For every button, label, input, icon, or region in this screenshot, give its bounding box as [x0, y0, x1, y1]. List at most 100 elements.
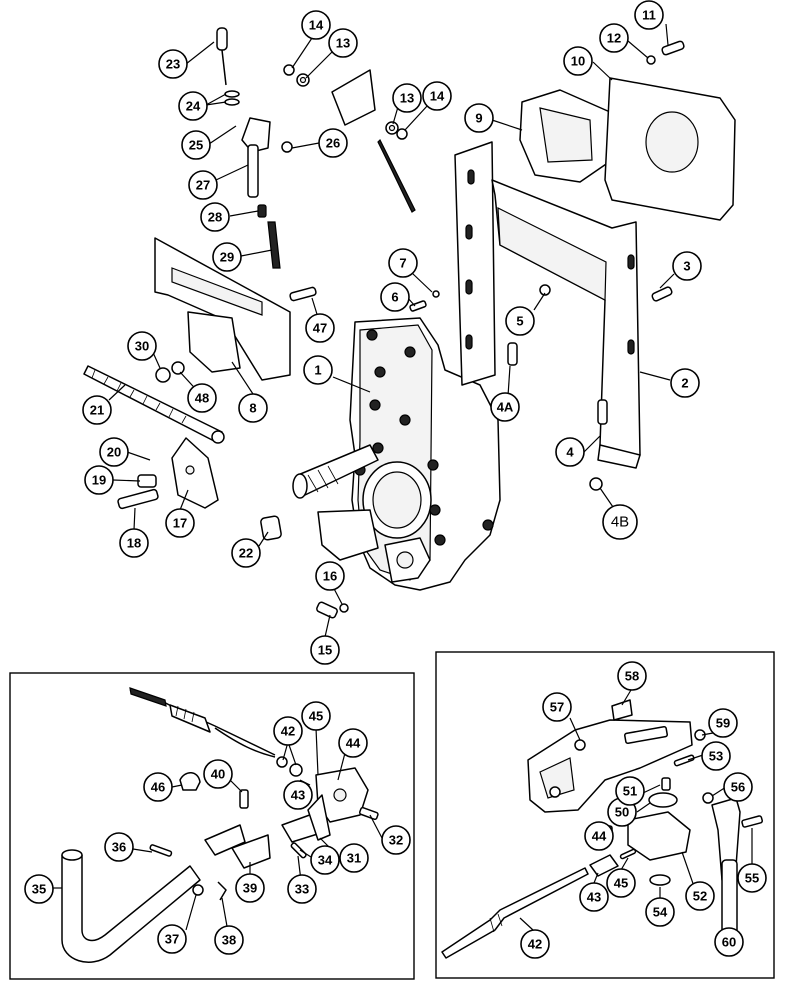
callout-label: 42 [281, 724, 295, 739]
callout-label: 43 [291, 788, 305, 803]
left-inset [9, 672, 415, 980]
callout: 17 [165, 508, 195, 538]
callout: 46 [143, 772, 173, 802]
callout: 59 [708, 708, 738, 738]
callout: 47 [305, 313, 335, 343]
callout-label: 39 [243, 881, 257, 896]
callout-label: 19 [92, 473, 106, 488]
callout: 45 [606, 868, 636, 898]
callout-label: 6 [391, 290, 398, 305]
callout: 51 [615, 776, 645, 806]
callout-label: 31 [347, 851, 361, 866]
callout-label: 12 [607, 31, 621, 46]
callout-label: 46 [151, 780, 165, 795]
callout-label: 50 [615, 805, 629, 820]
callout: 39 [235, 873, 265, 903]
small-hardware [155, 40, 685, 619]
callout: 16 [315, 561, 345, 591]
mount-plate-9 [519, 89, 613, 183]
callout: 11 [634, 0, 664, 30]
callout: 4 [555, 437, 585, 467]
callout: 25 [181, 130, 211, 160]
curved-guard [154, 237, 291, 381]
callout: 22 [231, 538, 261, 568]
callout-label: 7 [399, 256, 406, 271]
callout: 24 [178, 91, 208, 121]
callout: 38 [214, 925, 244, 955]
callout: 12 [599, 23, 629, 53]
callout: 4A [490, 392, 520, 422]
callout-label: 34 [318, 853, 333, 868]
callout: 4B [602, 504, 638, 540]
callout: 30 [127, 331, 157, 361]
callout-label: 51 [623, 784, 637, 799]
callout-label: 60 [722, 935, 736, 950]
callout: 5 [505, 306, 535, 336]
callout-label: 8 [249, 401, 256, 416]
callout-label: 59 [716, 716, 730, 731]
callout-label: 29 [220, 250, 234, 265]
callout-label: 13 [336, 36, 350, 51]
callout: 13 [392, 83, 422, 113]
callout: 44 [584, 821, 614, 851]
callout-label: 38 [222, 933, 236, 948]
callout: 20 [99, 437, 129, 467]
callout-label: 4 [566, 445, 574, 460]
callout: 57 [542, 692, 572, 722]
callout-label: 58 [625, 669, 639, 684]
callout-label: 54 [653, 905, 668, 920]
callout-label: 57 [550, 700, 564, 715]
callout-label: 13 [400, 91, 414, 106]
callout: 14 [422, 81, 452, 111]
callout: 36 [104, 832, 134, 862]
clevis-bracket [117, 437, 219, 510]
threaded-rod [83, 365, 225, 444]
main-assembly [83, 23, 736, 638]
callout: 42 [273, 716, 303, 746]
callout-label: 15 [318, 643, 332, 658]
callout-label: 53 [709, 749, 723, 764]
support-bracket [454, 141, 641, 469]
callout: 18 [119, 528, 149, 558]
callout: 31 [339, 843, 369, 873]
callout-labels: 1 2 3 4 4A 4B 5 6 7 8 9 10 11 12 13 14 1… [24, 0, 767, 959]
callout: 55 [737, 863, 767, 893]
callout: 6 [380, 282, 410, 312]
callout-label: 44 [346, 736, 361, 751]
lever-assembly [216, 27, 281, 269]
callout: 43 [283, 780, 313, 810]
callout-label: 9 [475, 111, 482, 126]
callout-label: 17 [173, 516, 187, 531]
callout-label: 11 [642, 8, 656, 23]
callout-label: 33 [295, 882, 309, 897]
callout: 3 [672, 251, 702, 281]
callout: 45 [301, 701, 331, 731]
callout-label: 21 [90, 403, 104, 418]
callout: 52 [685, 881, 715, 911]
callout: 58 [617, 661, 647, 691]
callout: 10 [563, 46, 593, 76]
callout: 53 [701, 741, 731, 771]
callout: 28 [200, 202, 230, 232]
callout-label: 23 [166, 57, 180, 72]
callout: 13 [328, 28, 358, 58]
callout-label: 4A [497, 400, 514, 415]
callout-label: 25 [189, 138, 203, 153]
callout: 1 [303, 355, 333, 385]
callout-label: 27 [196, 178, 210, 193]
callout-label: 42 [528, 937, 542, 952]
callout-label: 47 [313, 321, 327, 336]
callout-label: 16 [323, 569, 337, 584]
callout-label: 26 [326, 136, 340, 151]
callout: 14 [301, 10, 331, 40]
callout-label: 45 [614, 876, 628, 891]
callout: 19 [84, 465, 114, 495]
callout-label: 56 [731, 780, 745, 795]
callout-label: 22 [239, 546, 253, 561]
callout: 43 [579, 882, 609, 912]
callout-label: 44 [592, 829, 607, 844]
callout-label: 35 [32, 882, 46, 897]
callout-label: 40 [211, 767, 225, 782]
callout: 8 [238, 393, 268, 423]
